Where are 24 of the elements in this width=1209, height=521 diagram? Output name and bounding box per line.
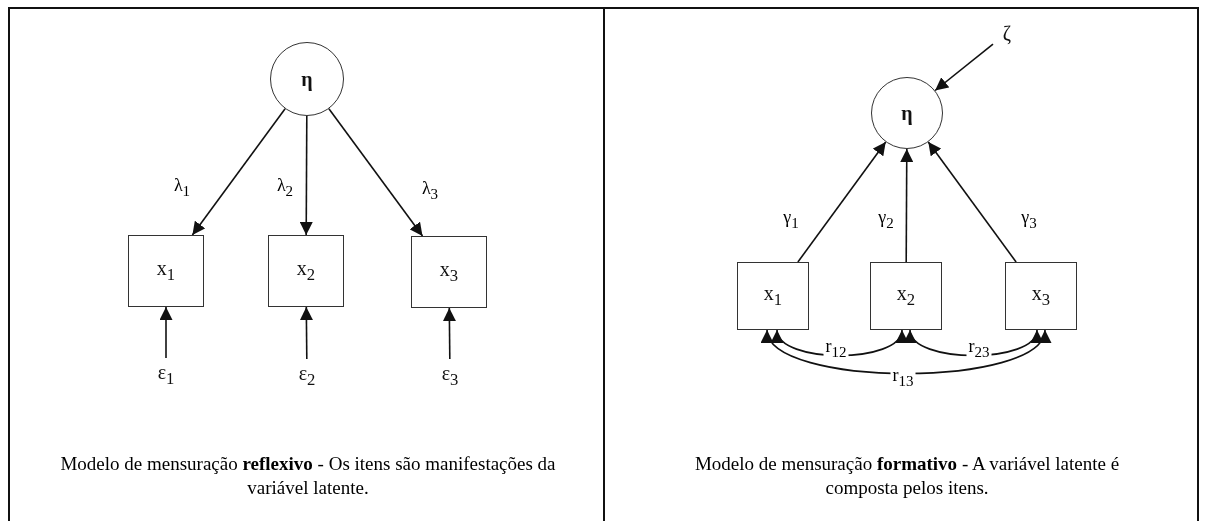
arrow bbox=[191, 108, 286, 236]
indicator-box: x$_{1}$ bbox=[737, 262, 809, 330]
arrow bbox=[934, 43, 994, 92]
arrow bbox=[927, 141, 1017, 263]
panel-caption: Modelo de mensuração formativo - A variável latente é composta pelos itens. bbox=[693, 452, 1121, 500]
indicator-box: x$_{2}$ bbox=[268, 235, 344, 307]
arrow bbox=[299, 306, 313, 360]
arrow bbox=[900, 148, 914, 263]
error-term-label: ζ bbox=[997, 19, 1017, 47]
arrow bbox=[159, 306, 173, 359]
indicator-box: x$_{3}$ bbox=[1005, 262, 1077, 330]
error-term-label: ε$_{1}$ bbox=[153, 362, 179, 388]
arrow bbox=[797, 141, 887, 263]
indicator-box: x$_{2}$ bbox=[870, 262, 942, 330]
indicator-box: x$_{1}$ bbox=[128, 235, 204, 307]
panel-caption: Modelo de mensuração reflexivo - Os itens são manifestações da variável latente. bbox=[59, 452, 557, 500]
error-term-label: ε$_{3}$ bbox=[437, 363, 463, 389]
arrow bbox=[328, 108, 424, 237]
indicator-box: x$_{3}$ bbox=[411, 236, 487, 308]
latent-variable-circle: η bbox=[871, 77, 943, 149]
arrow bbox=[442, 307, 456, 360]
arrow bbox=[299, 115, 313, 236]
latent-variable-circle: η bbox=[270, 42, 344, 116]
error-term-label: ε$_{2}$ bbox=[294, 363, 320, 389]
